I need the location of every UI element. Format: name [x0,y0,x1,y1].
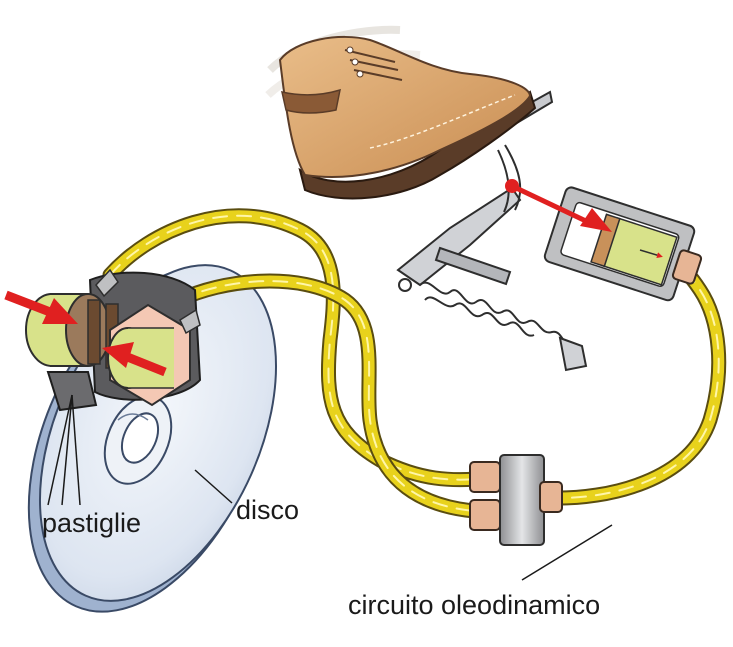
hydraulic-circuit [102,208,727,520]
splitter-icon [469,454,563,546]
leader-lines [47,394,613,581]
master-cylinder-icon [543,186,703,302]
spring-icon [419,281,588,372]
label-disco: disco [236,495,300,525]
label-pastiglie: pastiglie [42,508,142,538]
caliper-icon [25,268,202,412]
force-arrow-icon [505,179,612,232]
force-arrow-icon [4,290,167,377]
label-circuito-oleodinamico: circuito oleodinamico [348,590,601,620]
boot-icon [265,25,537,200]
